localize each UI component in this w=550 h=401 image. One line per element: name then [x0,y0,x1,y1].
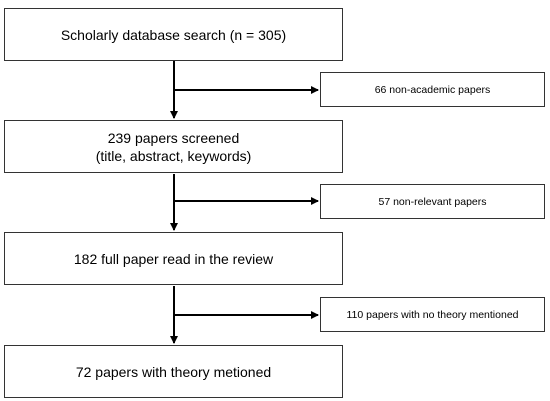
exclusion-label-non-academic: 66 non-academic papers [374,83,491,96]
step-box-papers-with-theory: 72 papers with theory metioned [4,345,343,398]
exclusion-box-non-academic: 66 non-academic papers [320,72,545,107]
exclusion-label-no-theory: 110 papers with no theory mentioned [346,308,519,321]
step-label-papers-screened-line2: (title, abstract, keywords) [95,147,252,164]
exclusion-box-non-relevant: 57 non-relevant papers [320,184,545,219]
step-label-papers-with-theory: 72 papers with theory metioned [75,363,272,380]
step-label-papers-screened: 239 papers screened (title, abstract, ke… [96,129,252,165]
step-box-full-paper-read: 182 full paper read in the review [4,232,343,285]
exclusion-label-non-relevant: 57 non-relevant papers [378,195,487,208]
step-box-papers-screened: 239 papers screened (title, abstract, ke… [4,120,343,173]
step-label-papers-screened-line1: 239 papers screened [107,129,240,146]
step-box-database-search: Scholarly database search (n = 305) [4,8,343,61]
exclusion-box-no-theory: 110 papers with no theory mentioned [320,297,545,332]
step-label-database-search: Scholarly database search (n = 305) [60,26,287,43]
step-label-full-paper-read: 182 full paper read in the review [73,250,274,267]
